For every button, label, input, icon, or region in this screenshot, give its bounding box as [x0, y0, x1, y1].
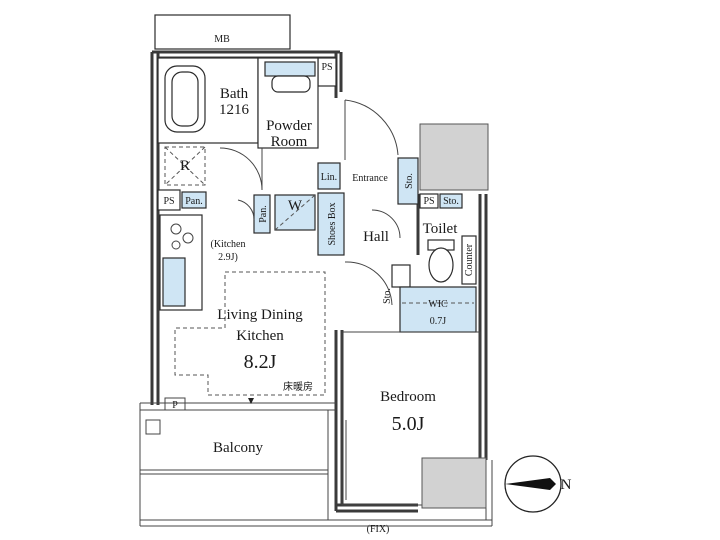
p-label: P [172, 400, 178, 411]
mb-label: MB [214, 34, 230, 45]
washbasin [271, 75, 311, 93]
ps-left-box [157, 189, 181, 211]
balcony-drain [145, 419, 161, 435]
kitchen-label: (Kitchen [211, 239, 246, 250]
ps-top-label: PS [321, 62, 332, 73]
balcony-rail [140, 469, 328, 475]
stove-burner-1 [170, 223, 182, 235]
sto-hall-box [391, 264, 411, 288]
floor-heating-area [174, 271, 326, 396]
lin-box [317, 162, 341, 190]
powder-room-label: Room [271, 134, 308, 150]
washbasin-counter [264, 61, 316, 77]
refrigerator-cross [164, 146, 206, 186]
kitchen-size-label: 2.9J) [218, 252, 238, 263]
ps-left-label: PS [163, 196, 174, 207]
sto-hall-label: Sto. [382, 288, 393, 304]
entrance-door [344, 99, 399, 160]
sto-entrance-label: Sto. [404, 173, 415, 189]
toilet-label: Toilet [423, 221, 459, 237]
bedroom-corner-block [421, 457, 487, 509]
ldk-label-line1: Living Dining [217, 307, 303, 323]
pan-left-label: Pan. [185, 196, 203, 207]
shoes-box [317, 192, 345, 256]
toilet-bowl [428, 247, 454, 283]
ldk-label-line2: Kitchen [236, 328, 284, 344]
wic-size-label: 0.7J [430, 316, 447, 327]
refrigerator-label: R [180, 158, 190, 174]
shoes-box-label: Shoes Box [327, 202, 338, 245]
ps-right-box [419, 193, 439, 209]
stove-burner-2 [182, 232, 194, 244]
bath-size-label: 1216 [219, 102, 250, 118]
sto-toilet-label: Sto. [443, 196, 459, 207]
exterior-block [419, 123, 489, 191]
hall-label: Hall [363, 229, 389, 245]
mb-box [154, 14, 291, 50]
washer-diag [274, 194, 316, 231]
lin-label: Lin. [321, 172, 337, 183]
stove-burner-3 [171, 240, 181, 250]
bath-label: Bath [220, 86, 249, 102]
balcony-p-box [164, 397, 186, 411]
washer-label: W [288, 198, 303, 214]
powder-label: Powder [266, 118, 312, 134]
sto-toilet-box [439, 193, 463, 209]
bathtub-inner [171, 71, 199, 127]
counter-box [461, 235, 477, 285]
balcony-label: Balcony [213, 440, 263, 456]
washer-door [237, 199, 255, 221]
compass-arrow [505, 478, 556, 490]
bedroom-room [341, 331, 481, 506]
sto-entrance-box [397, 157, 419, 205]
pan-mid-box [253, 194, 271, 234]
wic-label: WIC [428, 299, 448, 310]
fix-label: (FIX) [367, 524, 390, 535]
powder-door [219, 147, 263, 191]
wic-box [399, 286, 477, 333]
hall-door [344, 261, 393, 306]
floor-heat-label: 床暖房 [283, 380, 313, 393]
ldk-window-marker [248, 398, 254, 404]
bedroom-size-label: 5.0J [392, 413, 425, 435]
bedroom-label: Bedroom [380, 389, 436, 405]
north-label: N [561, 477, 572, 493]
pan-left-box [181, 191, 207, 209]
refrigerator [164, 146, 206, 186]
kitchen-sink [162, 257, 186, 307]
entrance-label: Entrance [352, 173, 388, 184]
hall-door-2 [371, 209, 401, 239]
ps-right-label: PS [423, 196, 434, 207]
counter-label: Counter [464, 243, 475, 276]
pan-mid-label: Pan. [258, 205, 269, 223]
ldk-size-label: 8.2J [244, 351, 277, 373]
